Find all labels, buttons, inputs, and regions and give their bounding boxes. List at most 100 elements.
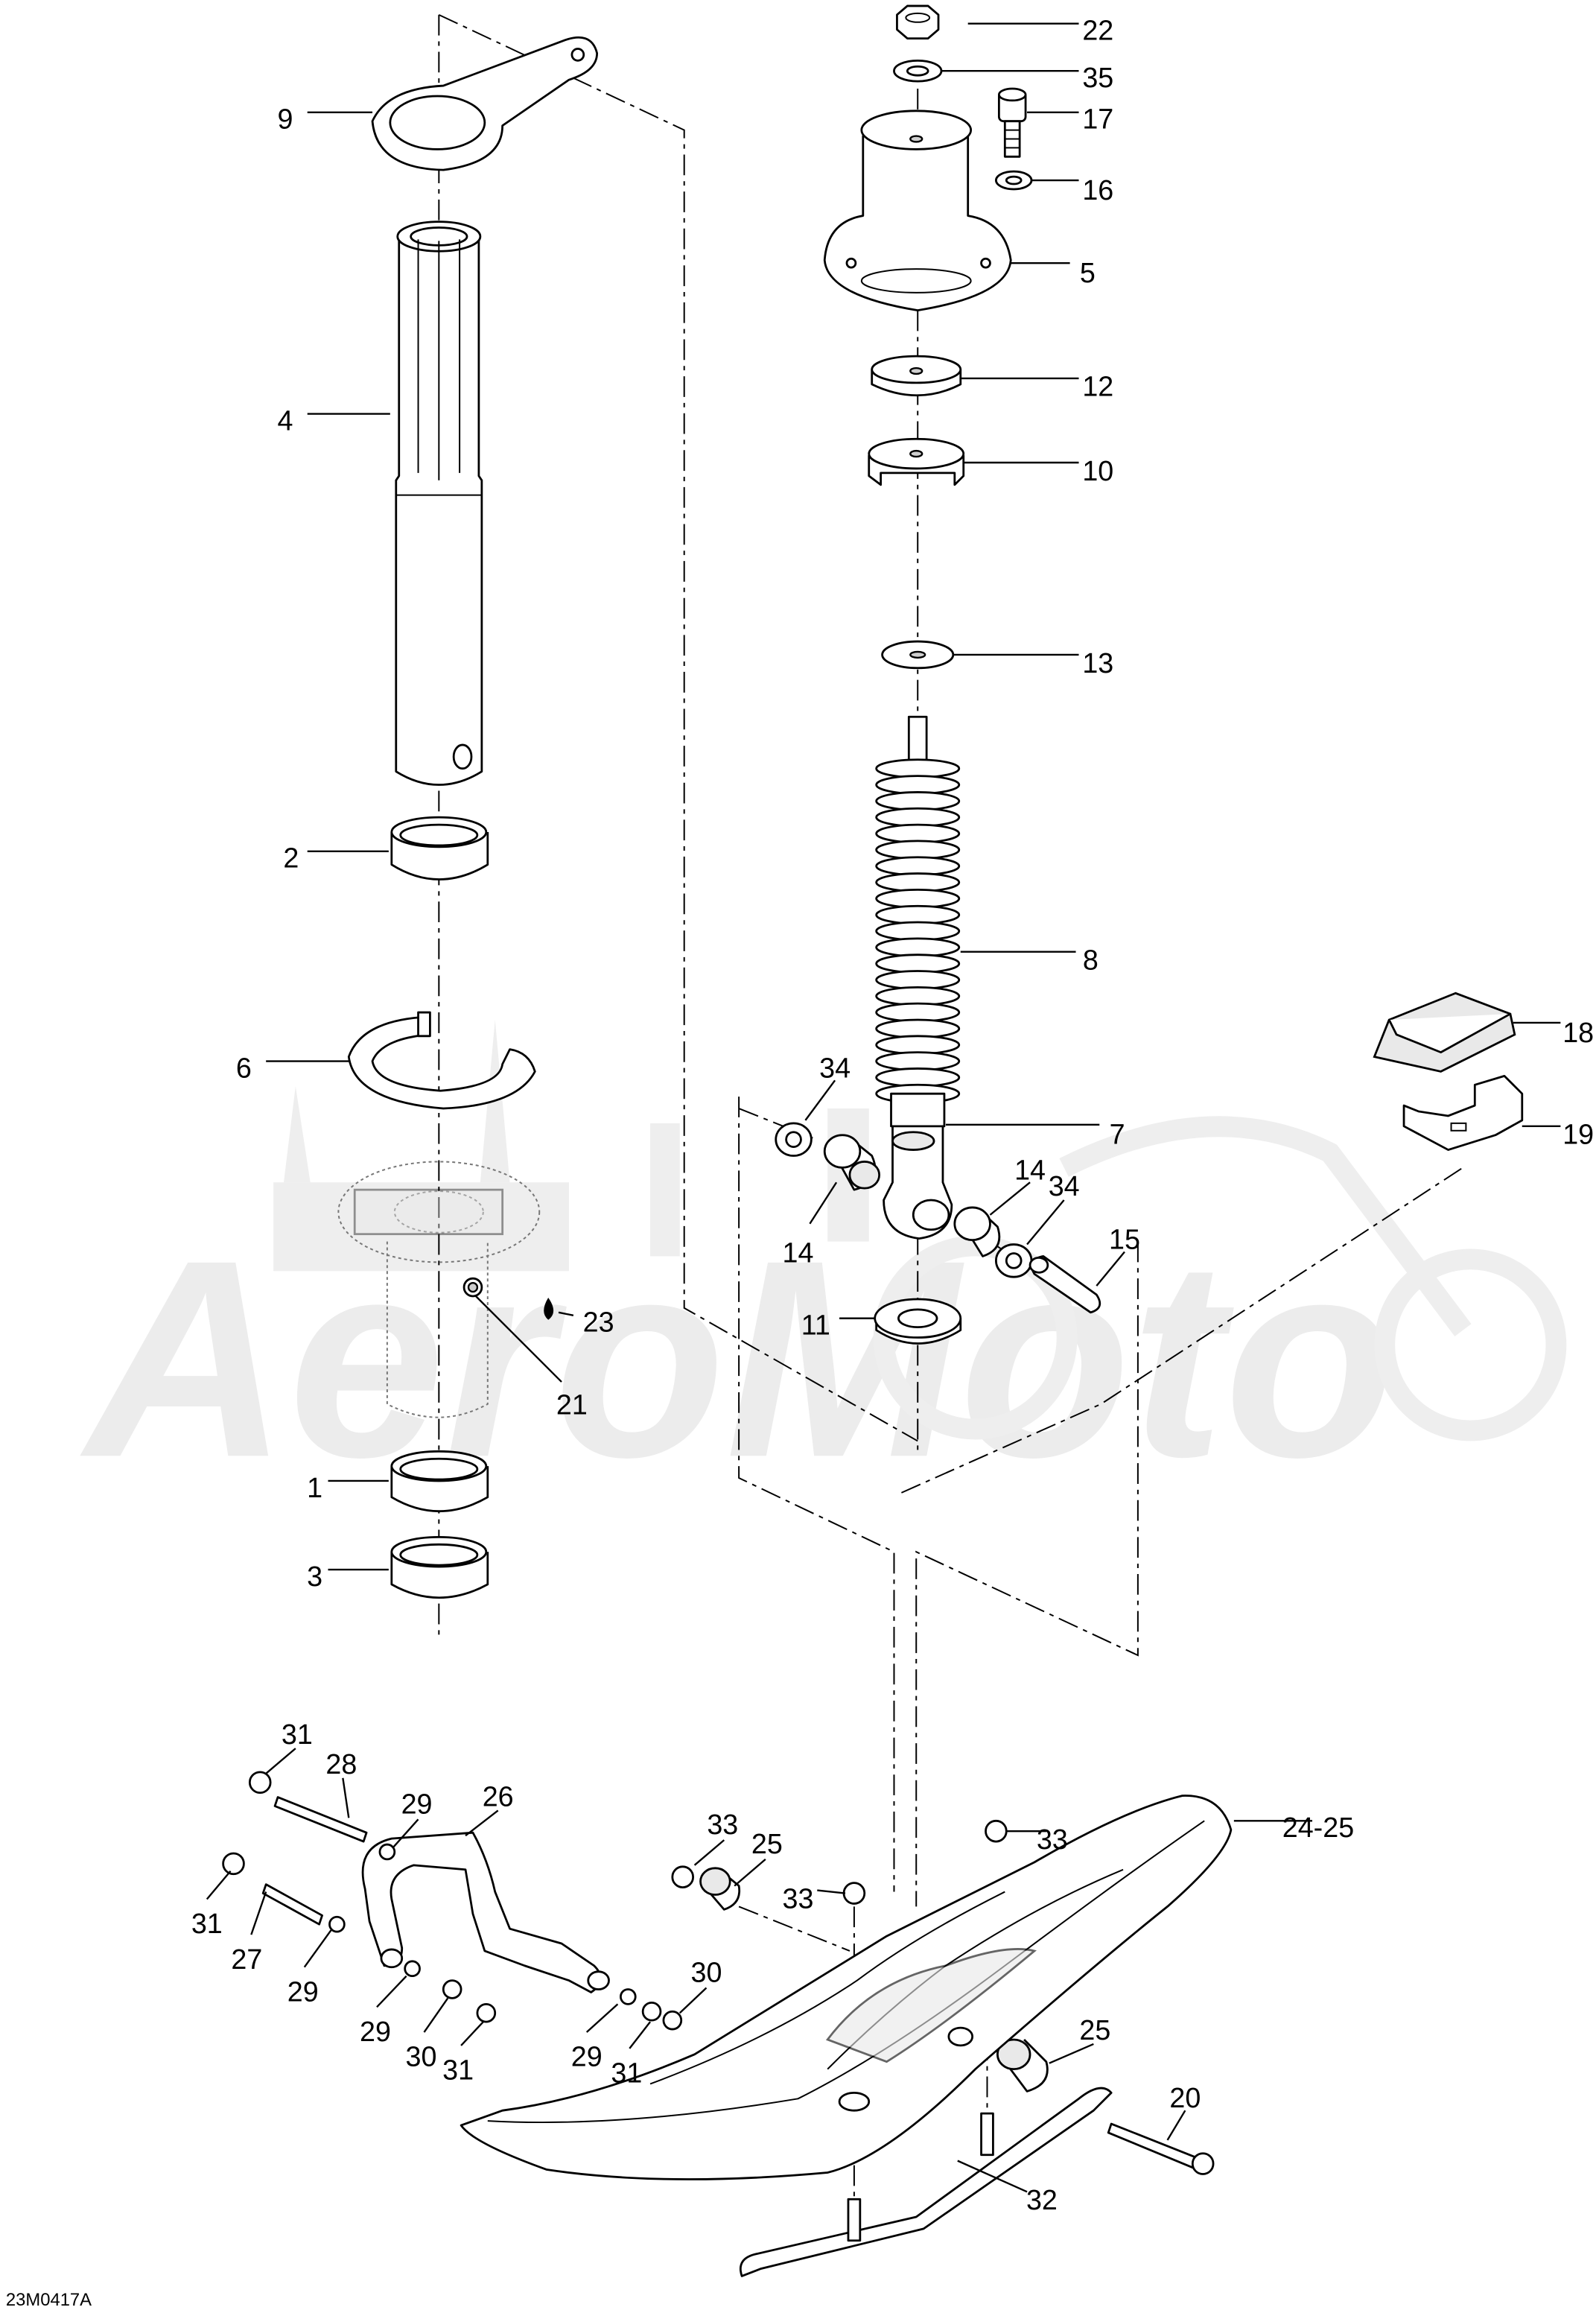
spring-coil xyxy=(875,888,961,909)
callout-label: 8 xyxy=(1083,945,1099,976)
callout-label: 4 xyxy=(277,404,293,436)
callout-leader-line xyxy=(465,1809,499,1837)
callout-leader-line xyxy=(475,1295,562,1383)
part-25-bushing-upper xyxy=(699,1867,741,1911)
spring-coil xyxy=(875,904,961,925)
spring-coil xyxy=(875,1067,961,1088)
part-10-cup xyxy=(868,437,965,486)
callout-label: 18 xyxy=(1562,1017,1594,1048)
spring-coil xyxy=(875,823,961,844)
callout-label: 14 xyxy=(783,1237,814,1268)
callout-leader-line xyxy=(585,2003,619,2033)
callout-label: 34 xyxy=(819,1052,851,1083)
part-11-washer xyxy=(874,1298,962,1345)
callout-label: 29 xyxy=(571,2041,603,2072)
callout-label: 31 xyxy=(442,2055,474,2086)
part-25-bushing-lower xyxy=(996,2038,1049,2093)
callout-label: 13 xyxy=(1082,647,1113,679)
callout-leader-line xyxy=(250,1891,267,1935)
callout-label: 20 xyxy=(1169,2082,1201,2113)
spring-coil xyxy=(875,986,961,1006)
part-16-washer xyxy=(995,170,1033,191)
callout-label: 33 xyxy=(783,1882,814,1914)
part-9-spanner-wrench xyxy=(371,36,599,171)
spring-coil xyxy=(875,1018,961,1039)
steering-housing-dotted xyxy=(337,1161,541,1418)
callout-leader-line xyxy=(265,1748,296,1774)
callout-label: 14 xyxy=(1014,1154,1046,1185)
callout-leader-line xyxy=(804,1079,836,1121)
callout-label: 30 xyxy=(691,1957,722,1988)
callout-label: 17 xyxy=(1082,104,1113,135)
callout-label: 29 xyxy=(360,2016,391,2047)
callout-leader-line xyxy=(678,1987,708,2014)
callout-label: 9 xyxy=(277,104,293,135)
spring-coil xyxy=(875,1051,961,1071)
callout-leader-line xyxy=(423,1997,449,2033)
figure-reference-code: 23M0417A xyxy=(6,2290,92,2310)
spring-coil xyxy=(875,807,961,828)
spring-coil xyxy=(875,1002,961,1023)
part-12-washer xyxy=(871,355,962,397)
spring-coil xyxy=(875,970,961,990)
part-22-nut xyxy=(896,4,940,39)
callout-label: 22 xyxy=(1082,15,1113,46)
callout-label: 35 xyxy=(1082,62,1113,93)
callout-label: 31 xyxy=(611,2057,642,2089)
callout-label: 30 xyxy=(406,2041,437,2072)
callout-leader-line xyxy=(809,1181,838,1225)
callout-label: 28 xyxy=(325,1748,357,1780)
callout-label: 29 xyxy=(401,1788,433,1819)
callout-label: 16 xyxy=(1082,174,1113,206)
part-14-bushing-right xyxy=(953,1206,1001,1257)
callout-label: 25 xyxy=(751,1828,783,1859)
callout-leader-line xyxy=(1166,2110,1186,2141)
callout-leader-line xyxy=(376,1975,407,2008)
part-34-spacer-right xyxy=(995,1243,1033,1278)
callout-leader-line xyxy=(734,1859,766,1887)
spring-coil xyxy=(875,791,961,811)
part-6-retaining-ring xyxy=(347,1011,536,1110)
spring-coil xyxy=(875,937,961,958)
callout-leaders xyxy=(206,22,1561,2193)
part-33-nuts xyxy=(671,1819,1008,1905)
callout-leader-line xyxy=(1026,1199,1065,1246)
callout-leader-line xyxy=(303,1929,332,1968)
callout-label: 1 xyxy=(307,1472,322,1503)
part-5-shock-cap xyxy=(823,110,1012,312)
part-20-bolt xyxy=(1107,2122,1215,2175)
spring-coil xyxy=(875,1035,961,1055)
callout-leader-line xyxy=(392,1818,419,1848)
callout-label: 31 xyxy=(191,1908,223,1939)
callout-label: 19 xyxy=(1562,1119,1594,1150)
lubricant-drop-icon xyxy=(544,1297,554,1320)
callout-label: 7 xyxy=(1110,1119,1125,1150)
callout-leader-line xyxy=(1049,2043,1094,2064)
callout-leader-line xyxy=(693,1839,725,1866)
callout-label: 27 xyxy=(231,1944,262,1975)
part-2-bushing xyxy=(390,816,489,881)
spring-coil xyxy=(875,840,961,860)
callout-label: 11 xyxy=(801,1310,830,1341)
callout-label: 2 xyxy=(283,843,299,874)
part-14-bushing-left xyxy=(823,1134,881,1191)
callout-label: 32 xyxy=(1026,2184,1058,2215)
spring-coil xyxy=(875,758,961,778)
callout-leader-line xyxy=(1096,1251,1125,1286)
hardware-bolts-nuts xyxy=(222,1771,683,2031)
part-18-bumper xyxy=(1373,991,1516,1073)
callout-label: 3 xyxy=(307,1561,322,1592)
callout-label: 6 xyxy=(236,1052,252,1083)
callout-label: 23 xyxy=(583,1307,614,1338)
callout-label: 33 xyxy=(707,1809,738,1840)
callout-leader-line xyxy=(342,1777,350,1818)
part-15-pin xyxy=(1029,1255,1101,1314)
callout-leader-line xyxy=(957,2160,1028,2193)
spring-coil xyxy=(875,775,961,795)
callout-label: 21 xyxy=(556,1389,588,1421)
callout-label: 29 xyxy=(287,1976,319,2007)
part-8-shock-absorber xyxy=(875,715,961,1128)
spring-coil xyxy=(875,856,961,876)
callout-leader-line xyxy=(558,1311,574,1316)
